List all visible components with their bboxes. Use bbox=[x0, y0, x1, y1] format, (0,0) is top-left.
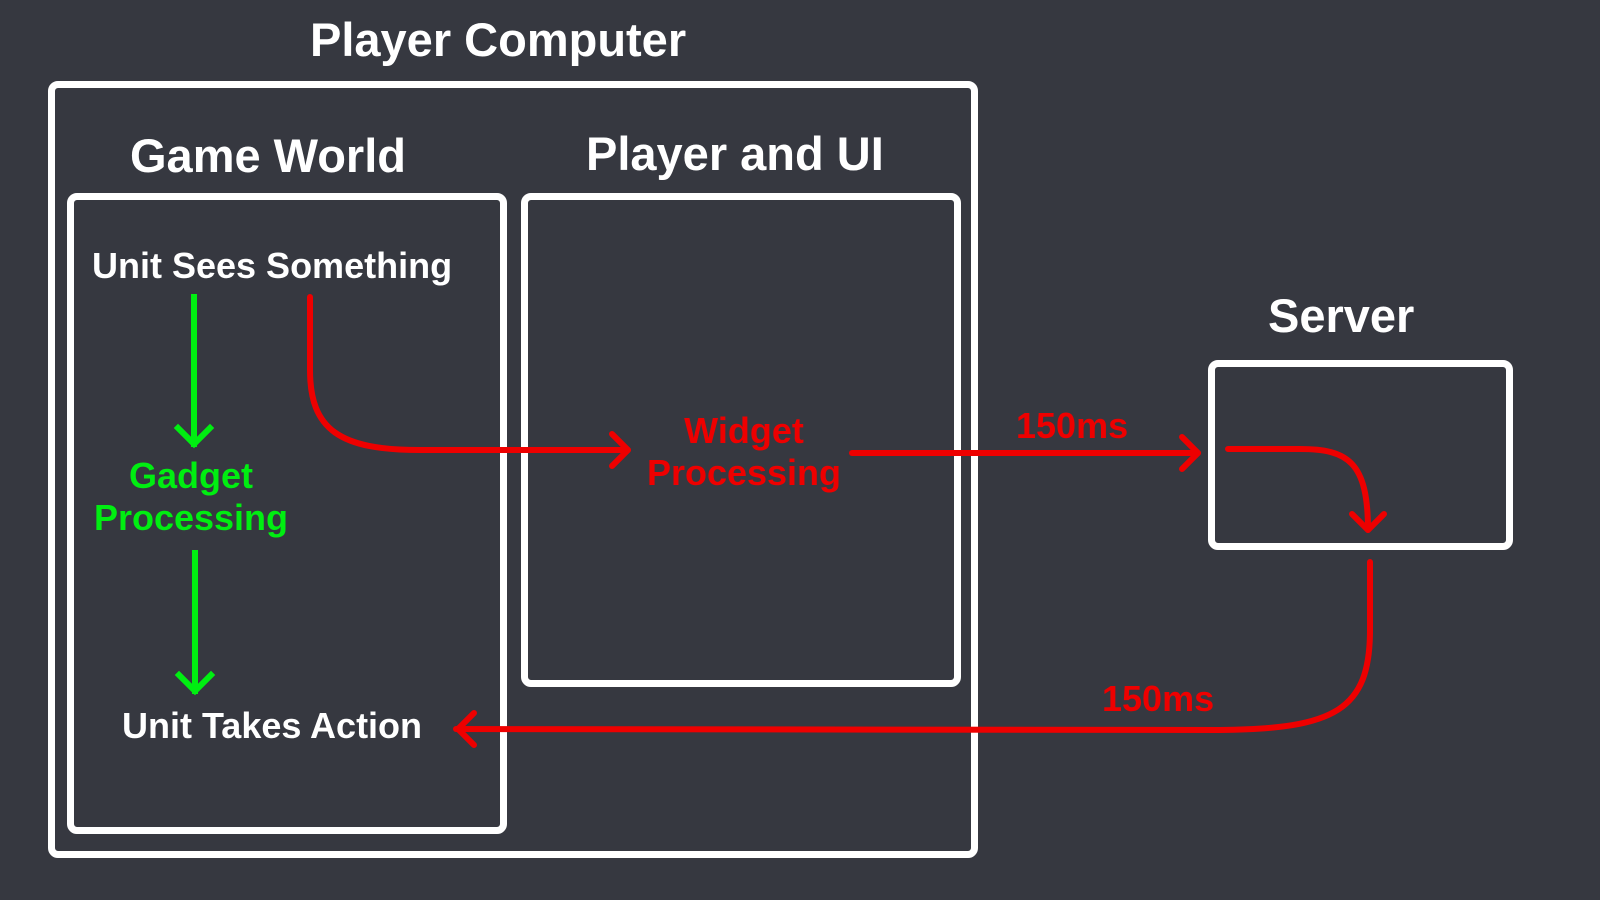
unit-sees-something-node: Unit Sees Something bbox=[92, 245, 453, 286]
unit-takes-action-node: Unit Takes Action bbox=[122, 705, 423, 746]
game-world-frame bbox=[67, 193, 507, 834]
from-server-latency-label: 150ms bbox=[1102, 678, 1215, 719]
to-server-latency-label: 150ms bbox=[1016, 405, 1129, 446]
player-ui-frame bbox=[521, 193, 961, 687]
red-arrow-to-action bbox=[453, 559, 1373, 748]
server-frame bbox=[1208, 360, 1513, 550]
server-title: Server bbox=[1268, 289, 1415, 342]
red-arrow-to-widget bbox=[307, 294, 631, 469]
player-computer-frame bbox=[48, 81, 978, 858]
gadget-processing-node: Gadget Processing bbox=[93, 455, 289, 538]
player-ui-title: Player and UI bbox=[586, 127, 884, 180]
game-world-title: Game World bbox=[130, 129, 406, 182]
widget-processing-node: Widget Processing bbox=[646, 410, 842, 493]
green-arrow-to-action bbox=[174, 550, 216, 696]
green-arrow-to-gadget bbox=[173, 294, 215, 449]
player-computer-title: Player Computer bbox=[310, 13, 687, 66]
red-arrow-to-server bbox=[849, 434, 1201, 472]
red-arrow-server-internal bbox=[1225, 446, 1387, 533]
